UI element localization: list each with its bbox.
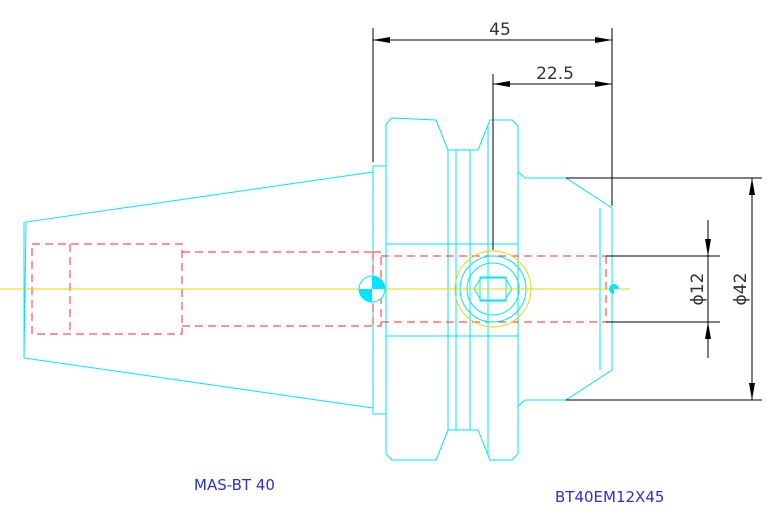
- dimension-text-phi12: ϕ12: [688, 273, 708, 306]
- shank-standard-label: MAS-BT 40: [194, 476, 275, 494]
- balance-hole-right: [609, 284, 619, 294]
- dimension-text-45: 45: [489, 20, 511, 40]
- part-number-label: BT40EM12X45: [555, 488, 664, 506]
- dimension-outer-diameter: ϕ42: [731, 178, 755, 400]
- balance-hole-left: [358, 275, 386, 303]
- dimension-text-phi42: ϕ42: [731, 273, 751, 306]
- flange: [385, 117, 519, 461]
- taper-shank: [23, 165, 386, 415]
- dimension-bore-diameter: ϕ12: [688, 220, 711, 358]
- extension-lines: [372, 28, 762, 401]
- dimension-half-length: 22.5: [493, 64, 612, 87]
- dimension-overall-length: 45: [373, 20, 612, 43]
- dimension-text-22-5: 22.5: [536, 64, 574, 84]
